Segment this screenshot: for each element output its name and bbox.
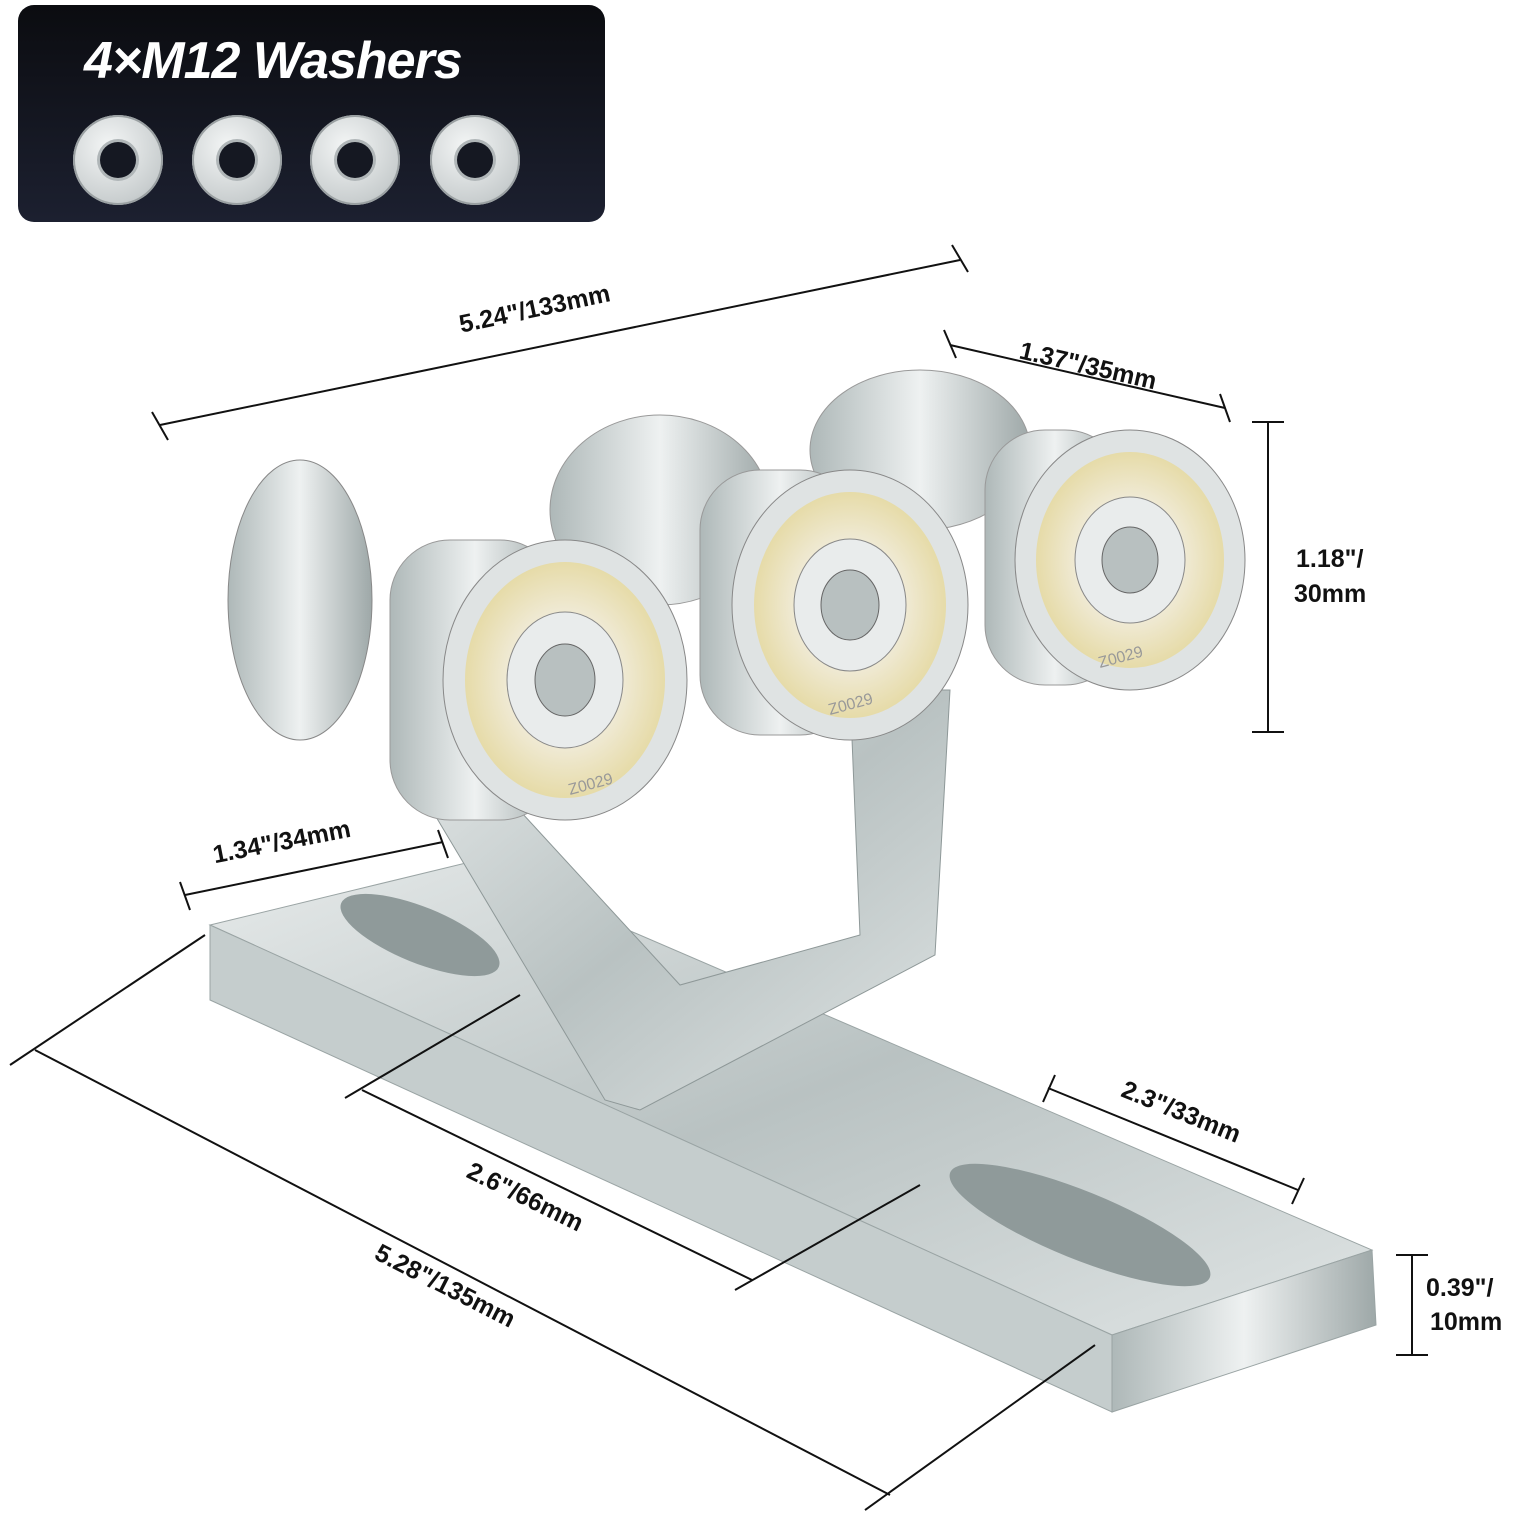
washer-icon [73,115,163,205]
base-plate [208,861,1377,1413]
washer-icon [430,115,520,205]
dimension-base-thickness-1: 0.39"/ [1426,1274,1494,1302]
dimension-lines [9,244,1428,1511]
front-wheel [984,429,1246,691]
washer-icon [310,115,400,205]
front-wheel [389,539,688,821]
washer-icon [192,115,282,205]
mounting-slot [949,1163,1211,1287]
dimension-wheel-height-2: 30mm [1294,580,1367,608]
mounting-slot [340,893,500,977]
front-wheel [699,469,969,741]
dimension-wheel-height-1: 1.18"/ [1296,545,1364,573]
dimension-base-thickness-2: 10mm [1430,1308,1503,1336]
washers-title: 4×M12 Washers [84,32,463,90]
washers-callout: 4×M12 Washers [18,5,605,222]
